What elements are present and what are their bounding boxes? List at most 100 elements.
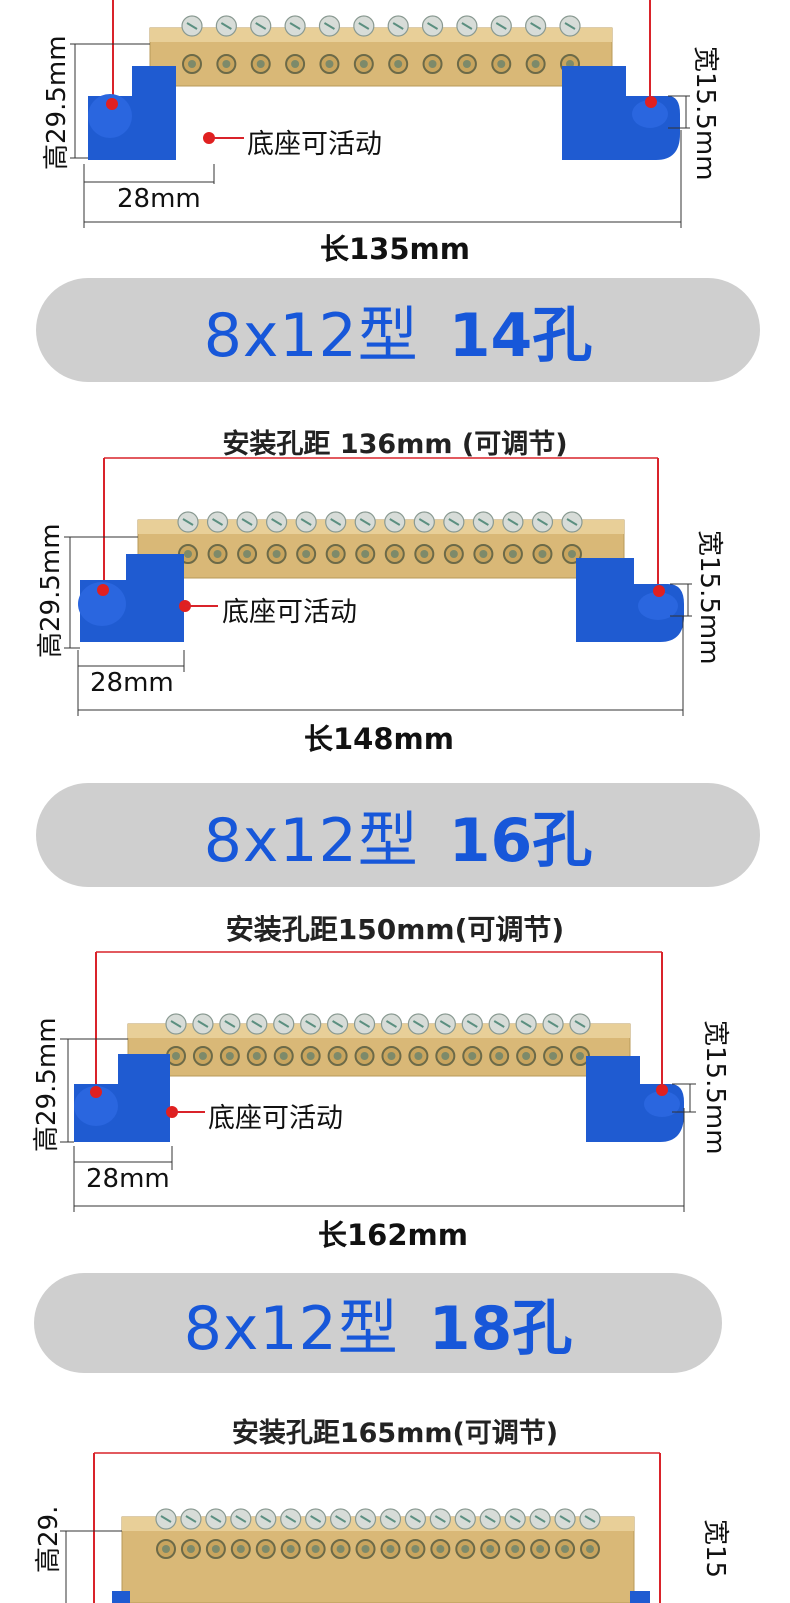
height-label: 高29.5mm	[36, 523, 66, 658]
screw-slot	[271, 518, 283, 526]
screw-hole-inner	[461, 1545, 470, 1553]
screw-slot	[241, 518, 253, 526]
screw-hole-inner	[428, 60, 437, 68]
base-width-label: 28mm	[90, 668, 174, 698]
screw-slot	[392, 22, 404, 30]
screw-hole-inner	[390, 550, 399, 558]
screw-slot	[212, 518, 224, 526]
screw-hole-inner	[441, 1052, 450, 1060]
screw-hole-inner	[286, 1545, 295, 1553]
screw-hole-inner	[291, 60, 300, 68]
screw-slot	[547, 1020, 559, 1028]
install-caption: 安装孔距 136mm (可调节)	[222, 429, 568, 460]
screw-hole-inner	[188, 60, 196, 68]
screw-slot	[495, 22, 507, 30]
screw-slot	[534, 1515, 546, 1523]
screw-slot	[289, 22, 301, 30]
screw-hole-inner	[394, 60, 403, 68]
screw-hole-inner	[531, 60, 540, 68]
screw-slot	[305, 1020, 317, 1028]
screw-slot	[484, 1515, 496, 1523]
screw-slot	[466, 1020, 478, 1028]
movable-base-label: 底座可活动	[247, 129, 382, 160]
screw-hole-inner	[387, 1052, 396, 1060]
width-label: 宽15.5mm	[694, 530, 724, 665]
screw-slot	[412, 1020, 424, 1028]
screw-slot	[323, 22, 335, 30]
screw-slot	[197, 1020, 209, 1028]
install-caption: 安装孔距165mm(可调节)	[231, 1418, 559, 1449]
screw-slot	[235, 1515, 247, 1523]
screw-slot	[434, 1515, 446, 1523]
screw-slot	[300, 518, 312, 526]
model-name: 8x12型	[203, 805, 419, 876]
screw-hole-inner	[462, 60, 471, 68]
screw-slot	[185, 1515, 197, 1523]
hole-count: 18孔	[428, 1293, 573, 1364]
screw-slot	[477, 518, 489, 526]
screw-hole-inner	[411, 1545, 420, 1553]
height-label: 高29.5mm	[32, 1017, 62, 1152]
screw-hole-inner	[486, 1545, 495, 1553]
screw-hole-inner	[225, 1052, 234, 1060]
model-banner-3: 8x12型 18孔	[34, 1273, 722, 1373]
screw-slot	[224, 1020, 236, 1028]
screw-slot	[564, 22, 576, 30]
screw-hole-inner	[508, 550, 517, 558]
screw-hole-inner	[414, 1052, 423, 1060]
model-name: 8x12型	[183, 1293, 399, 1364]
screw-hole-inner	[331, 550, 340, 558]
screw-hole-inner	[386, 1545, 395, 1553]
screw-slot	[332, 1020, 344, 1028]
screw-hole-inner	[576, 1052, 584, 1060]
screw-hole-inner	[511, 1545, 520, 1553]
screw-slot	[574, 1020, 586, 1028]
screw-slot	[210, 1515, 222, 1523]
screw-slot	[335, 1515, 347, 1523]
screw-slot	[559, 1515, 571, 1523]
screw-hole-inner	[325, 60, 334, 68]
product-diagram-3: 安装孔距150mm(可调节) 高29.5mm 宽15.5mm 底座可活动 28m…	[0, 896, 790, 1266]
screw-slot	[360, 1515, 372, 1523]
width-label: 宽15	[700, 1519, 730, 1579]
model-name: 8x12型	[203, 300, 419, 371]
screw-hole-inner	[336, 1545, 345, 1553]
width-label: 宽15.5mm	[700, 1020, 730, 1155]
screw-hole-inner	[198, 1052, 207, 1060]
screw-hole-inner	[256, 60, 265, 68]
base-width-label: 28mm	[117, 184, 201, 214]
busbar-illustration	[70, 0, 690, 228]
product-diagram-2: 安装孔距 136mm (可调节) 高29.5mm 宽15.5mm 底座可活动 2…	[0, 410, 790, 770]
product-diagram-4: 安装孔距165mm(可调节) 高29. 宽15	[0, 1395, 790, 1603]
screw-hole-inner	[252, 1052, 261, 1060]
screw-hole-inner	[568, 550, 576, 558]
height-label: 高29.5mm	[42, 35, 72, 170]
screw-slot	[389, 518, 401, 526]
screw-hole-inner	[536, 1545, 545, 1553]
screw-slot	[359, 518, 371, 526]
model-banner-1: 8x12型 14孔	[36, 278, 760, 382]
hole-count: 14孔	[448, 300, 593, 371]
screw-hole-inner	[311, 1545, 320, 1553]
screw-hole-inner	[561, 1545, 570, 1553]
screw-slot	[418, 518, 430, 526]
screw-hole-inner	[302, 550, 311, 558]
screw-slot	[520, 1020, 532, 1028]
screw-hole-inner	[361, 1545, 370, 1553]
screw-hole-inner	[468, 1052, 477, 1060]
model-banner-2: 8x12型 16孔	[36, 783, 760, 887]
screw-hole-inner	[333, 1052, 342, 1060]
screw-hole-inner	[211, 1545, 220, 1553]
screw-hole-inner	[184, 550, 192, 558]
screw-slot	[310, 1515, 322, 1523]
screw-slot	[584, 1515, 596, 1523]
busbar-illustration	[64, 457, 692, 716]
screw-slot	[566, 518, 578, 526]
screw-hole-inner	[436, 1545, 445, 1553]
product-diagram-1: 高29.5mm 宽15.5mm 底座可活动 28mm 长135mm	[0, 0, 790, 270]
screw-hole-inner	[222, 60, 231, 68]
screw-slot	[182, 518, 194, 526]
screw-slot	[330, 518, 342, 526]
screw-slot	[260, 1515, 272, 1523]
screw-hole-inner	[360, 1052, 369, 1060]
